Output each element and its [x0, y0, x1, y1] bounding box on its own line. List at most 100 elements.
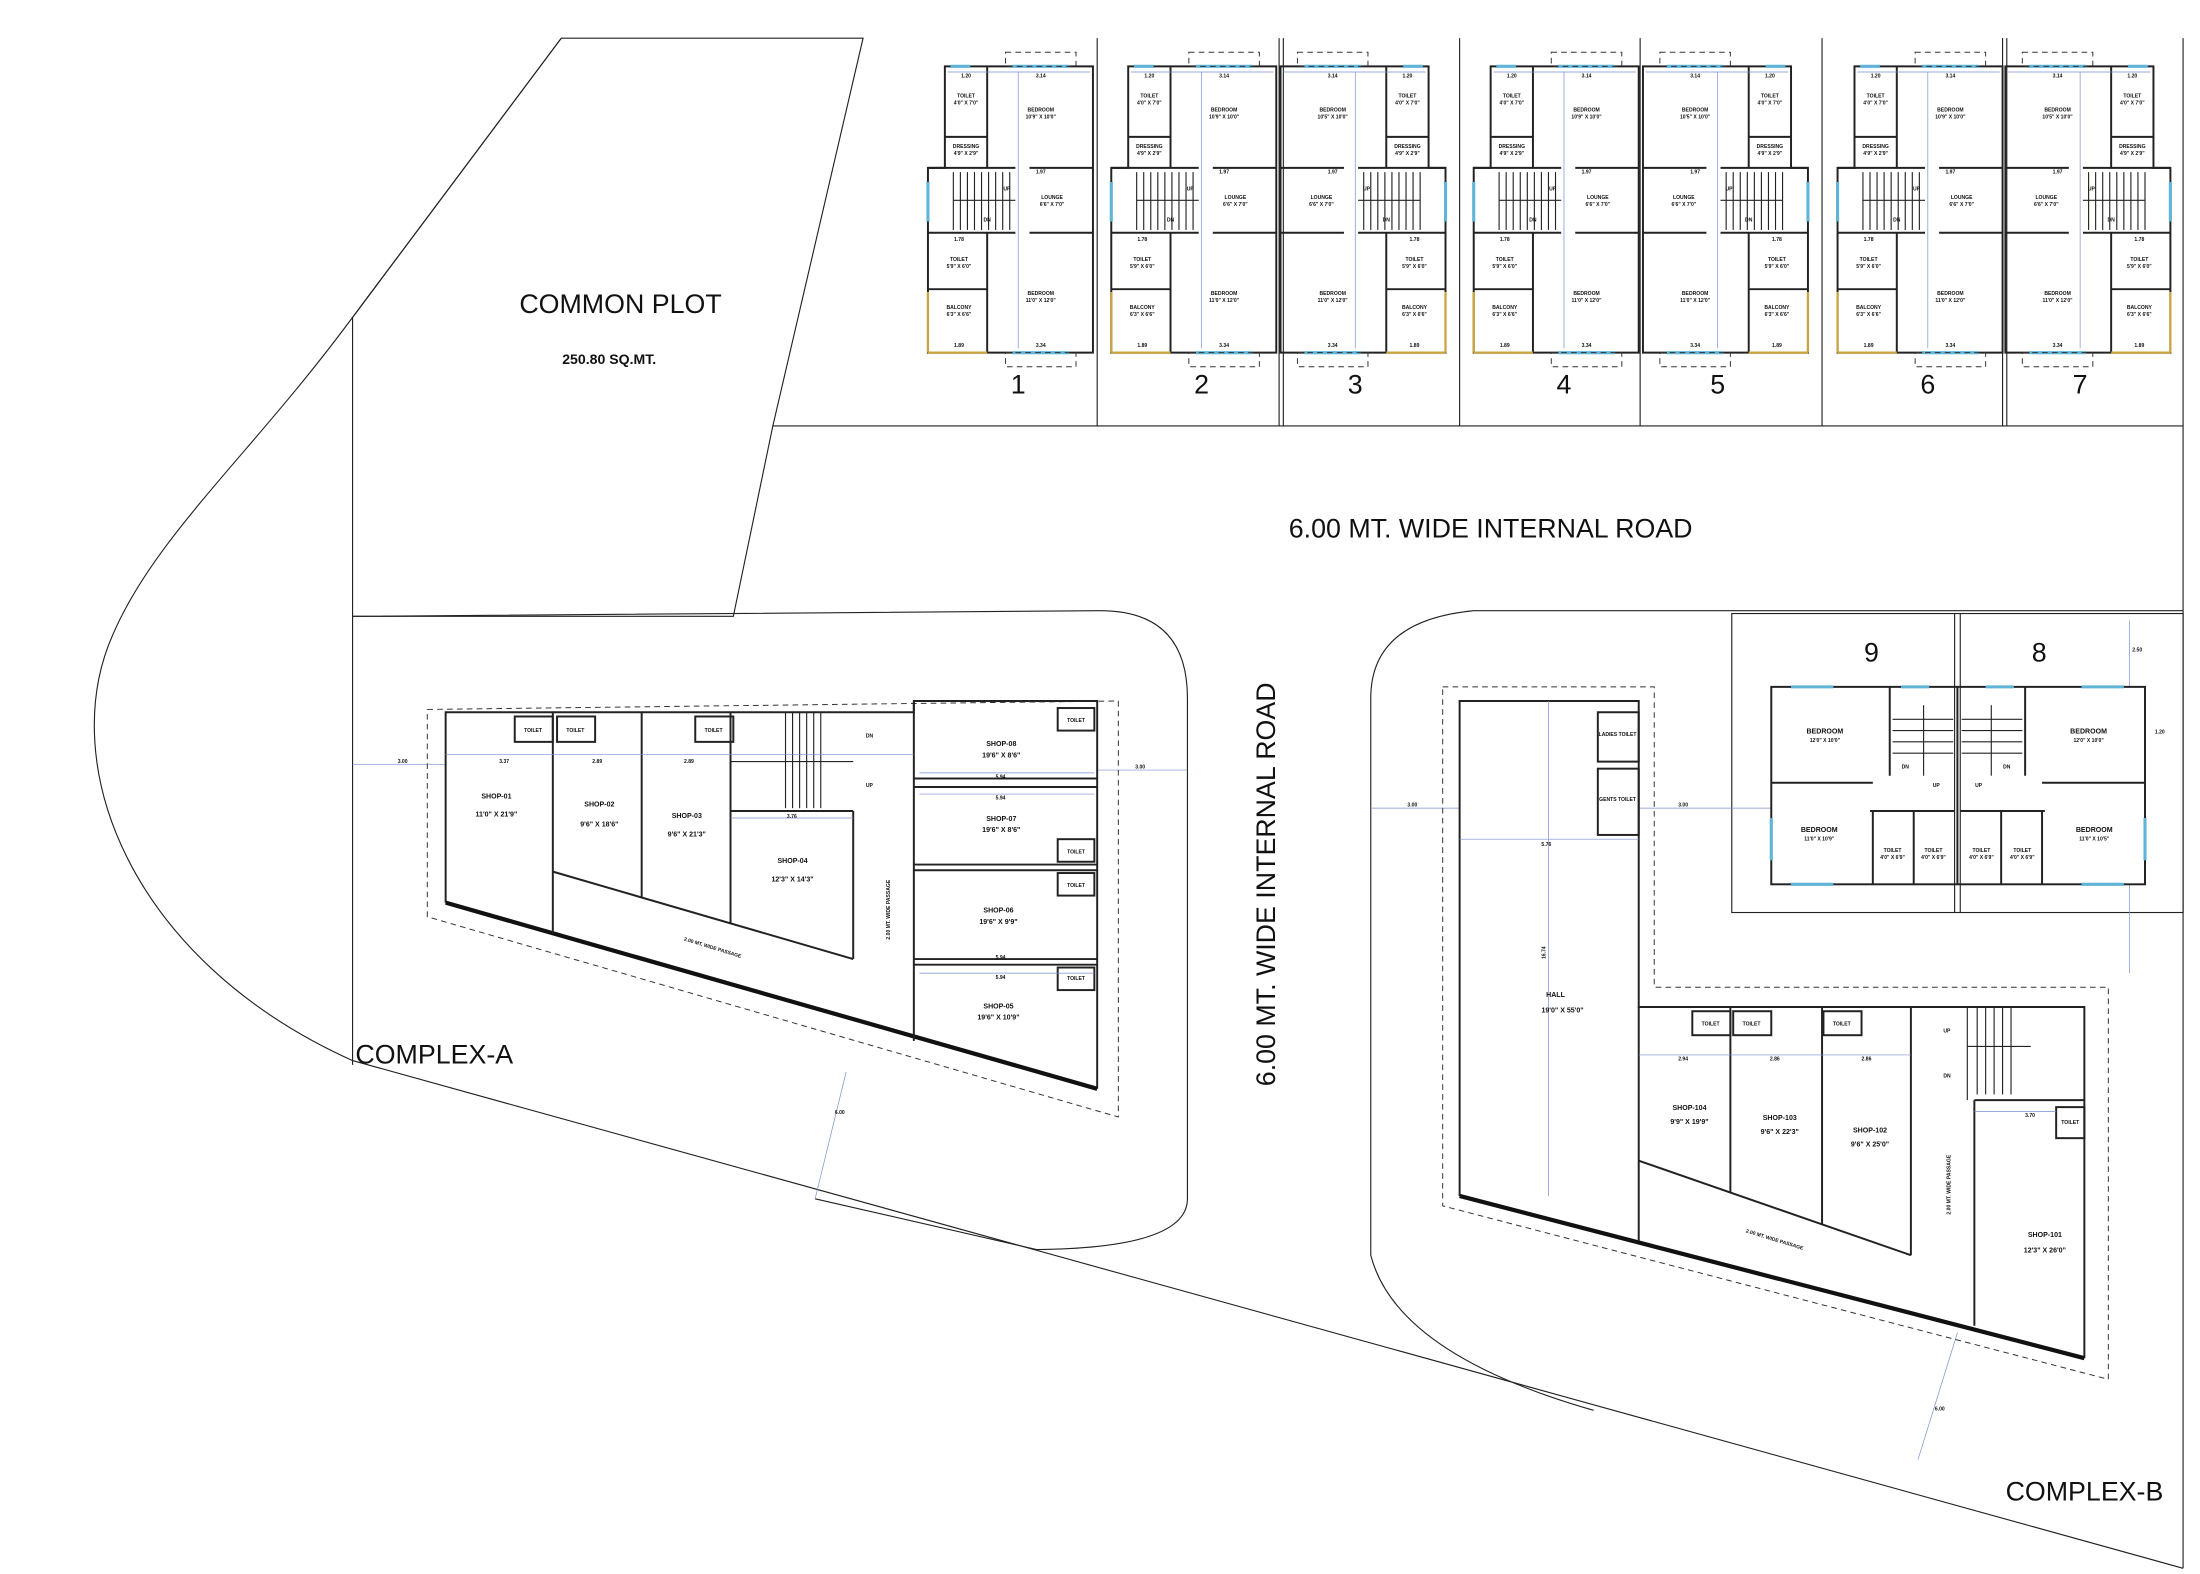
room-size: 11'0" X 12'0": [1318, 298, 1349, 304]
unit-number-1: 1: [1011, 370, 1026, 400]
room-label: LOUNGE: [1311, 195, 1333, 201]
room-label: TOILET: [1398, 93, 1417, 99]
shop-label: SHOP-08: [986, 741, 1016, 748]
room-size: 6'3" X 6'6": [2127, 312, 2152, 318]
stair-up: UP: [2088, 186, 2096, 192]
unit-number-4: 4: [1557, 370, 1572, 400]
shop-size: 12'3" X 26'0": [2024, 1247, 2066, 1254]
stair-up: UP: [1913, 186, 1921, 192]
dim: 1.97: [1690, 170, 1700, 176]
dim: 5.94: [996, 775, 1006, 781]
dim: 1.89: [1500, 343, 1510, 349]
room-size: 6'6" X 7'0": [1223, 202, 1248, 208]
dim: 1.20: [1507, 74, 1517, 80]
dim: 1.78: [1864, 237, 1874, 243]
room-label: TOILET: [1867, 93, 1886, 99]
shop-label: SHOP-06: [983, 908, 1013, 915]
room-size: 4'0" X 7'0": [1395, 100, 1420, 106]
room-size: 11'0" X 12'0": [2043, 298, 2074, 304]
room-size: 5'9" X 6'0": [1492, 264, 1517, 270]
room-label: TOILET: [1761, 93, 1780, 99]
room-label: BALCONY: [1130, 305, 1156, 311]
dim: 1.97: [2053, 170, 2063, 176]
stair-up: UP: [1363, 186, 1371, 192]
room-label: BALCONY: [1492, 305, 1518, 311]
stair-up: UP: [1003, 186, 1011, 192]
dim: 1.20: [1403, 74, 1413, 80]
room-label: TOILET: [1925, 848, 1944, 854]
room-size: 4'9" X 2'9": [1137, 151, 1162, 157]
dim: 1.89: [1864, 343, 1874, 349]
room-label: BEDROOM: [1211, 107, 1237, 113]
room-size: 4'0" X 6'9": [1921, 855, 1946, 861]
complex-a-plot-boundary: [352, 610, 1188, 1251]
room-size: 10'9" X 10'0": [1209, 115, 1240, 121]
dim: 3.14: [1690, 74, 1700, 80]
dim: 1.97: [1219, 170, 1229, 176]
room-label: BEDROOM: [1937, 107, 1963, 113]
road-label-vertical: 6.00 MT. WIDE INTERNAL ROAD: [1251, 682, 1281, 1086]
dim: 5.94: [996, 955, 1006, 961]
dim: 1.89: [1137, 343, 1147, 349]
room-label: TOILET: [1406, 257, 1425, 263]
dim: 1.20: [961, 74, 971, 80]
room-label: BEDROOM: [2044, 107, 2070, 113]
toilet-label: TOILET: [1833, 1021, 1852, 1027]
room-size: 6'6" X 7'0": [1585, 202, 1610, 208]
room-size: 5'9" X 6'0": [947, 264, 972, 270]
stair-up: UP: [1943, 1028, 1951, 1034]
shop-label: SHOP-103: [1763, 1115, 1797, 1122]
room-size: 4'9" X 2'9": [1863, 151, 1888, 157]
dim: 2.89: [684, 759, 694, 765]
shop-label: SHOP-04: [777, 858, 807, 865]
room-size: 6'3" X 6'6": [1856, 312, 1881, 318]
dim: 3.37: [499, 759, 509, 765]
room-label: BEDROOM: [2044, 291, 2070, 297]
room-size: 11'0" X 12'0": [1026, 298, 1057, 304]
dim: 1.78: [2134, 237, 2144, 243]
dim: 1.89: [954, 343, 964, 349]
room-size: 11'0" X 12'0": [1209, 298, 1240, 304]
room-label: DRESSING: [1136, 144, 1163, 150]
dim: 3.34: [1945, 343, 1955, 349]
room-label: DRESSING: [1499, 144, 1526, 150]
toilet-label: TOILET: [566, 728, 585, 734]
dim: 3.14: [1328, 74, 1338, 80]
dim: 1.89: [1410, 343, 1420, 349]
stair-dn: DN: [984, 217, 992, 223]
site-boundaries: 3.00 3.00 3.00 3.00 6.00 6.00 2.50 1.20: [93, 37, 2184, 1569]
dim: 3.14: [1219, 74, 1229, 80]
shop-size: 19'6" X 9'9": [979, 919, 1017, 926]
room-label: BEDROOM: [1682, 291, 1708, 297]
setback-dim: 2.50: [2132, 648, 2142, 654]
dim: 1.78: [1772, 237, 1782, 243]
room-size: 4'0" X 7'0": [1499, 100, 1524, 106]
dim: 2.89: [592, 759, 602, 765]
room-label: TOILET: [1496, 257, 1515, 263]
toilet-label: TOILET: [1067, 849, 1086, 855]
room-label: DRESSING: [1394, 144, 1421, 150]
setback-dim: 3.00: [1135, 765, 1145, 771]
room-label: TOILET: [957, 93, 976, 99]
unit-8-walls: [1960, 685, 2147, 886]
dim: 3.34: [1690, 343, 1700, 349]
passage-label: 2.00 MT. WIDE PASSAGE: [683, 937, 743, 960]
toilet-label: TOILET: [524, 728, 543, 734]
stair-dn: DN: [1943, 1074, 1951, 1080]
room-size: 6'6" X 7'0": [1672, 202, 1697, 208]
room-label: BEDROOM: [1801, 827, 1838, 834]
room-label: BALCONY: [946, 305, 972, 311]
shop-size: 19'6" X 8'6": [982, 827, 1020, 834]
stair-dn: DN: [1529, 217, 1537, 223]
room-size: 4'0" X 7'0": [2120, 100, 2145, 106]
units-8-9-plot: [1731, 612, 2184, 914]
stair-dn: DN: [2003, 765, 2011, 771]
room-size: 10'9" X 10'0": [1571, 115, 1602, 121]
shop-label: SHOP-104: [1672, 1105, 1706, 1112]
room-label: TOILET: [1768, 257, 1787, 263]
unit-number-6: 6: [1920, 370, 1935, 400]
room-size: 4'9" X 2'9": [954, 151, 979, 157]
hall-label: HALL: [1546, 992, 1565, 999]
